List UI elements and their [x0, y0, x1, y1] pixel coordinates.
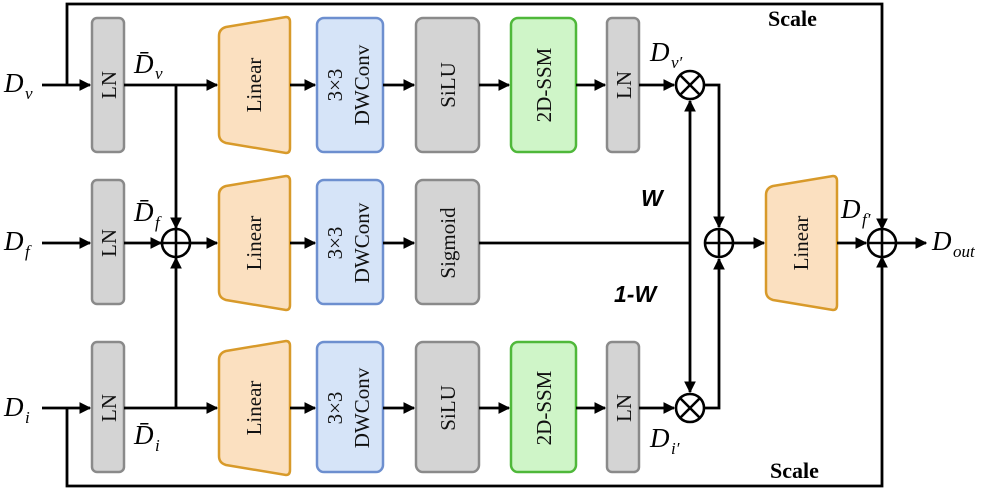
svg-text:3×3: 3×3: [323, 69, 347, 102]
ln-block-bottom: LN: [90, 340, 126, 474]
multiply-bottom-icon: [674, 392, 706, 424]
svg-text:Linear: Linear: [242, 58, 266, 113]
ln-block-mid: LN: [90, 178, 126, 306]
weight-w-label: W: [641, 185, 665, 211]
svg-text:D̄: D̄: [133, 197, 154, 227]
svg-text:Linear: Linear: [242, 381, 266, 436]
wire-mult-bottom-plus: [704, 257, 725, 410]
scale-label-top: Scale: [768, 6, 817, 31]
plus-left-icon: [160, 227, 192, 259]
svg-text:DWConv: DWConv: [350, 202, 374, 283]
svg-text:i: i: [25, 408, 30, 427]
sigmoid-block: Sigmoid: [414, 178, 481, 306]
normed-dv-label: D̄ v: [133, 49, 163, 83]
linear-block-mid: Linear: [217, 174, 292, 312]
linear-block-right: Linear: [764, 174, 839, 312]
svg-text:D: D: [931, 226, 952, 256]
input-di-label: D i: [3, 392, 30, 427]
wire-mult-top-plus: [704, 83, 725, 229]
multiply-top-icon: [674, 69, 706, 101]
ln-block-top: LN: [90, 16, 126, 154]
ln-block-bottom-right: LN: [605, 340, 641, 474]
svg-text:LN: LN: [97, 71, 121, 99]
scale-frame-top: [65, 2, 888, 231]
svg-text:DWConv: DWConv: [350, 44, 374, 125]
dv-prime-label: D v′: [649, 37, 683, 72]
input-dv-label: D v: [3, 68, 33, 103]
svg-text:3×3: 3×3: [323, 227, 347, 260]
svg-text:out: out: [953, 242, 976, 261]
linear-block-top: Linear: [217, 15, 292, 155]
di-prime-label: D i′: [649, 423, 680, 458]
svg-text:v: v: [155, 64, 163, 83]
weight-one-minus-w-label: 1-W: [614, 281, 658, 307]
silu-block-bottom: SiLU: [414, 340, 481, 474]
svg-text:3×3: 3×3: [323, 392, 347, 425]
svg-text:D: D: [3, 226, 24, 256]
svg-text:D̄: D̄: [133, 49, 154, 79]
svg-text:D: D: [649, 423, 670, 453]
scale-label-bottom: Scale: [770, 458, 819, 483]
normed-df-label: D̄ f: [133, 197, 162, 232]
dwconv-block-bottom: 3×3 DWConv: [315, 340, 385, 474]
df-prime-label: D f′: [840, 194, 871, 229]
linear-block-bottom: Linear: [217, 339, 292, 477]
scale-frame-bottom: [65, 255, 888, 488]
svg-text:D̄: D̄: [133, 420, 154, 450]
ln-block-top-right: LN: [605, 16, 641, 154]
plus-mid-icon: [703, 227, 735, 259]
normed-di-label: D̄ i: [133, 420, 160, 455]
svg-text:LN: LN: [97, 394, 121, 422]
svg-text:f′: f′: [862, 210, 871, 229]
svg-text:i′: i′: [671, 439, 680, 458]
svg-text:SiLU: SiLU: [436, 385, 460, 431]
plus-final-icon: [866, 227, 898, 259]
svg-text:Sigmoid: Sigmoid: [436, 207, 460, 279]
svg-text:v′: v′: [671, 53, 683, 72]
svg-text:LN: LN: [612, 394, 636, 422]
ssm-block-bottom: 2D-SSM: [509, 340, 578, 474]
svg-text:Linear: Linear: [242, 216, 266, 271]
svg-text:v: v: [25, 84, 33, 103]
dwconv-block-top: 3×3 DWConv: [315, 16, 385, 154]
svg-text:LN: LN: [612, 71, 636, 99]
svg-text:D: D: [3, 68, 24, 98]
ssm-block-top: 2D-SSM: [509, 16, 578, 154]
output-label: D out: [931, 226, 976, 261]
svg-text:LN: LN: [97, 229, 121, 257]
svg-text:f: f: [25, 242, 32, 261]
svg-text:DWConv: DWConv: [350, 367, 374, 448]
svg-text:f: f: [155, 213, 162, 232]
svg-text:D: D: [3, 392, 24, 422]
svg-text:D: D: [649, 37, 670, 67]
svg-text:i: i: [155, 436, 160, 455]
svg-text:2D-SSM: 2D-SSM: [532, 370, 556, 445]
dwconv-block-mid: 3×3 DWConv: [315, 178, 385, 306]
svg-text:2D-SSM: 2D-SSM: [532, 47, 556, 122]
silu-block-top: SiLU: [414, 16, 481, 154]
svg-text:D: D: [840, 194, 861, 224]
svg-text:Linear: Linear: [789, 216, 813, 271]
svg-text:SiLU: SiLU: [436, 62, 460, 108]
input-df-label: D f: [3, 226, 32, 261]
